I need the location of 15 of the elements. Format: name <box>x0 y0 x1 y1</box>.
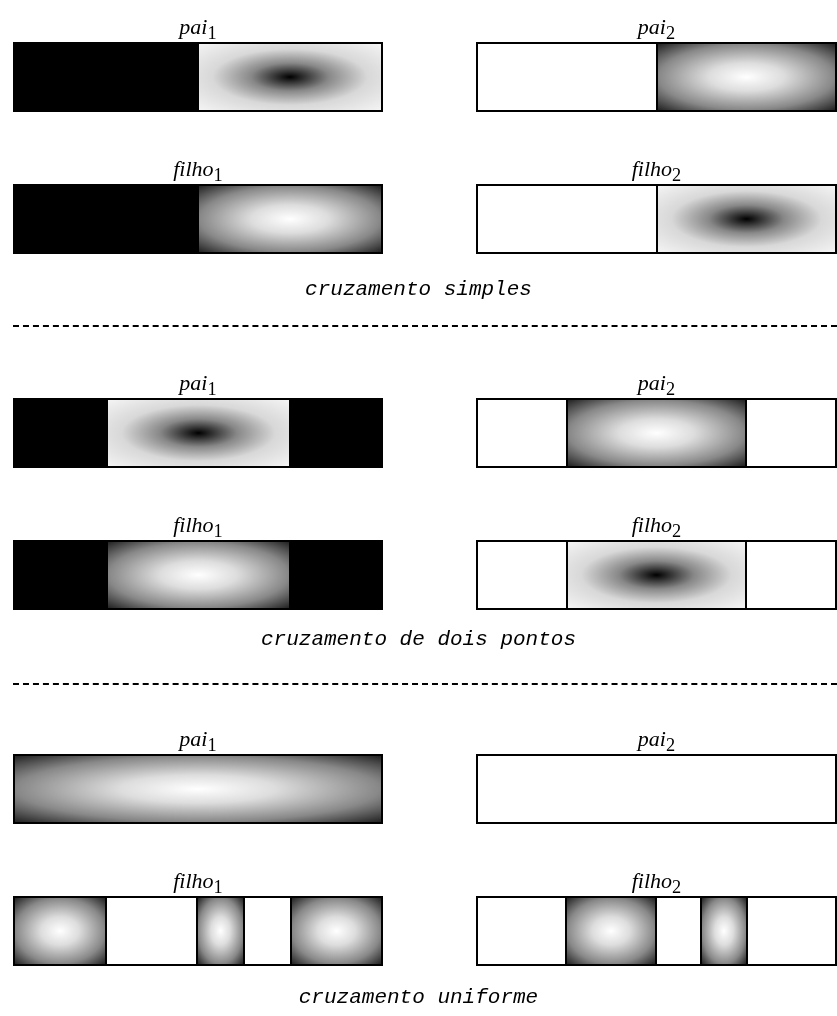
bar-label: filho$_{2}$ <box>631 156 682 182</box>
bar-label: filho$_{1}$ <box>173 156 223 182</box>
bar-label: pai$_{2}$ <box>637 726 676 752</box>
bar-label: filho$_{2}$ <box>631 868 682 894</box>
section-caption: cruzamento de dois pontos <box>259 628 578 651</box>
bar-label: pai$_{1}$ <box>179 370 217 396</box>
bar-label: filho$_{1}$ <box>173 512 223 538</box>
bar-label: filho$_{1}$ <box>173 868 223 894</box>
bar-label: filho$_{2}$ <box>631 512 682 538</box>
bar-label: pai$_{2}$ <box>637 14 676 40</box>
section-caption: cruzamento simples <box>304 278 533 301</box>
bar-label: pai$_{1}$ <box>179 726 217 752</box>
bar-label: pai$_{1}$ <box>179 14 217 40</box>
bar-label: pai$_{2}$ <box>637 370 676 396</box>
section-caption: cruzamento uniforme <box>297 986 540 1009</box>
